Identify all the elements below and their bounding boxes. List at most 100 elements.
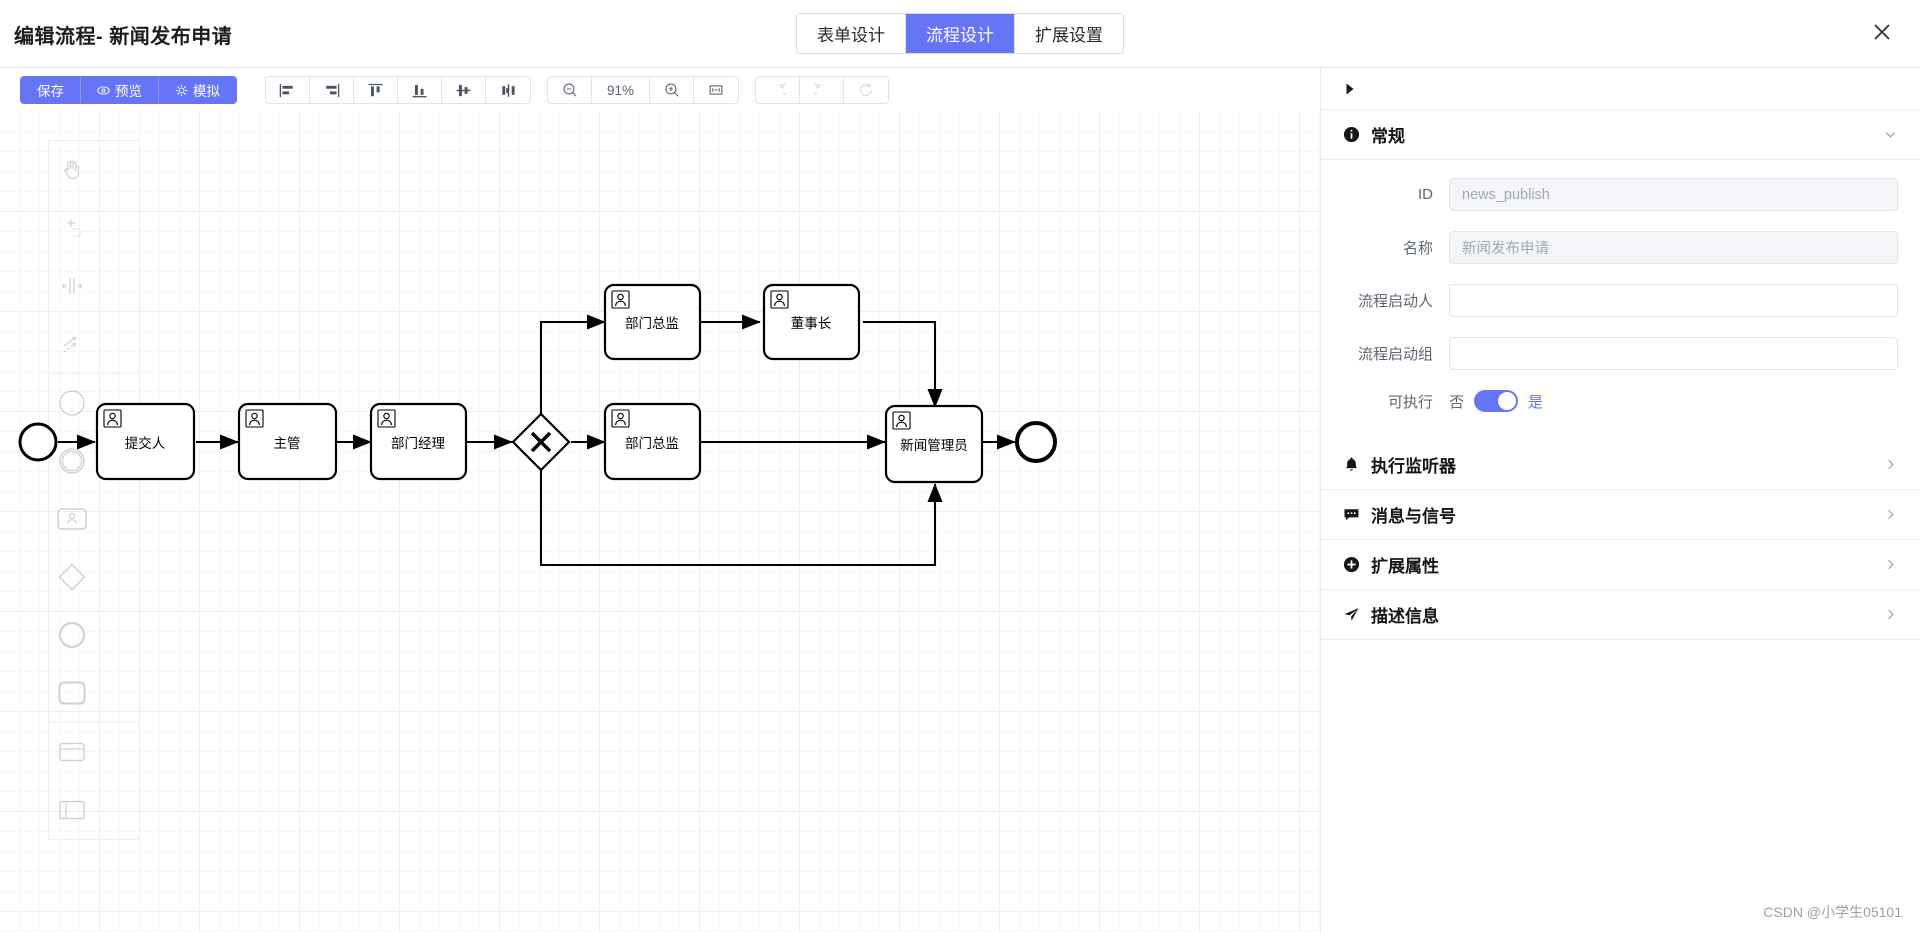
subprocess-icon[interactable] <box>49 723 95 781</box>
gear-icon <box>175 84 188 97</box>
executable-toggle-row: 可执行 否 是 <box>1343 390 1898 412</box>
node-start-event[interactable] <box>18 422 58 462</box>
chevron-down-icon[interactable] <box>1883 127 1898 142</box>
executable-toggle[interactable] <box>1474 390 1519 412</box>
space-tool-icon[interactable] <box>49 257 95 315</box>
section-header-message-signal[interactable]: 消息与信号 <box>1321 490 1920 540</box>
simulate-button[interactable]: 模拟 <box>159 77 236 103</box>
section-header-execution-listener[interactable]: 执行监听器 <box>1321 440 1920 490</box>
node-task-news-admin[interactable]: 新闻管理员 <box>884 404 984 484</box>
node-task-chairman[interactable]: 董事长 <box>762 283 861 361</box>
toggle-on-label: 是 <box>1528 393 1544 411</box>
node-end-event[interactable] <box>1015 421 1057 463</box>
node-task-supervisor[interactable]: 主管 <box>237 402 338 481</box>
align-left-icon[interactable] <box>266 77 310 103</box>
lasso-tool-icon[interactable] <box>49 199 95 257</box>
page-title: 编辑流程- 新闻发布申请 <box>14 26 233 48</box>
node-task-dept-director-bottom[interactable]: 部门总监 <box>603 402 702 481</box>
panel-topbar <box>1321 68 1920 110</box>
align-center-vertical-icon[interactable] <box>486 77 530 103</box>
task-label: 部门总监 <box>625 316 679 331</box>
align-tool-group <box>265 76 531 104</box>
field-label-name: 名称 <box>1402 240 1433 257</box>
close-icon[interactable] <box>1866 16 1898 48</box>
participant-icon[interactable] <box>49 781 95 839</box>
align-top-icon[interactable] <box>354 77 398 103</box>
section-header-description[interactable]: 描述信息 <box>1321 590 1920 640</box>
task-label: 主管 <box>274 436 301 451</box>
primary-action-group: 保存 预览 模拟 <box>20 76 237 104</box>
panel-expand-icon[interactable] <box>1343 82 1357 96</box>
watermark: CSDN @小学生05101 <box>1763 904 1902 920</box>
chevron-right-icon[interactable] <box>1883 557 1898 572</box>
task-label: 部门总监 <box>625 436 679 451</box>
general-section-body: ID 名称 流程启动人 流程启动组 可执行 否 是 <box>1321 160 1920 440</box>
tab-group: 表单设计 流程设计 扩展设置 <box>796 13 1124 54</box>
section-title: 常规 <box>1371 127 1405 146</box>
hand-tool-icon[interactable] <box>49 141 95 199</box>
zoom-in-icon[interactable] <box>650 77 694 103</box>
circle-shape-icon[interactable] <box>49 606 95 664</box>
gateway-icon[interactable] <box>49 548 95 606</box>
toggle-off-label: 否 <box>1449 393 1465 411</box>
redo-icon[interactable] <box>800 77 844 103</box>
task-shape-icon[interactable] <box>49 664 95 722</box>
user-task-icon[interactable] <box>49 490 95 548</box>
process-initiator-field[interactable] <box>1449 284 1898 317</box>
connect-tool-icon[interactable] <box>49 315 95 373</box>
field-label-id: ID <box>1418 186 1433 203</box>
start-event-icon[interactable] <box>49 374 95 432</box>
task-label: 董事长 <box>791 316 832 331</box>
bell-icon <box>1343 456 1360 473</box>
align-right-icon[interactable] <box>310 77 354 103</box>
section-header-extension-properties[interactable]: 扩展属性 <box>1321 540 1920 590</box>
node-exclusive-gateway[interactable] <box>511 412 571 472</box>
field-label-initiator: 流程启动人 <box>1357 293 1433 310</box>
section-title: 执行监听器 <box>1371 457 1456 476</box>
message-icon <box>1343 506 1360 523</box>
palette-divider-2 <box>49 722 139 723</box>
name-field[interactable] <box>1449 231 1898 264</box>
bpmn-diagram[interactable]: 提交人 主管 部门经理 <box>0 112 1320 932</box>
align-center-horizontal-icon[interactable] <box>442 77 486 103</box>
field-row-initiator: 流程启动人 <box>1343 284 1898 317</box>
properties-panel: 常规 ID 名称 流程启动人 流程启动组 可执行 否 是 <box>1320 68 1920 932</box>
bpmn-palette <box>48 140 140 840</box>
undo-icon[interactable] <box>756 77 800 103</box>
id-field[interactable] <box>1449 178 1898 211</box>
field-label-executable: 可执行 <box>1387 393 1433 411</box>
section-header-general[interactable]: 常规 <box>1321 110 1920 160</box>
preview-button[interactable]: 预览 <box>81 77 159 103</box>
tab-form-design[interactable]: 表单设计 <box>797 14 906 53</box>
chevron-right-icon[interactable] <box>1883 607 1898 622</box>
node-task-dept-director-top[interactable]: 部门总监 <box>603 283 702 361</box>
tab-process-design[interactable]: 流程设计 <box>906 14 1015 53</box>
simulate-label: 模拟 <box>193 84 220 99</box>
node-task-dept-manager[interactable]: 部门经理 <box>369 402 468 481</box>
node-task-submitter[interactable]: 提交人 <box>95 402 196 481</box>
task-label: 提交人 <box>125 435 166 451</box>
app-header: 编辑流程- 新闻发布申请 表单设计 流程设计 扩展设置 <box>0 0 1920 68</box>
field-label-initiator-group: 流程启动组 <box>1357 346 1433 363</box>
process-initiator-group-field[interactable] <box>1449 337 1898 370</box>
field-row-name: 名称 <box>1343 231 1898 264</box>
save-button[interactable]: 保存 <box>21 77 81 103</box>
end-event-icon[interactable] <box>49 432 95 490</box>
task-label: 部门经理 <box>391 436 445 451</box>
bpmn-canvas[interactable]: 提交人 主管 部门经理 <box>0 112 1320 932</box>
reset-icon[interactable] <box>844 77 888 103</box>
tab-extension-settings[interactable]: 扩展设置 <box>1015 14 1123 53</box>
plus-icon <box>1343 556 1360 573</box>
chevron-right-icon[interactable] <box>1883 507 1898 522</box>
editor-toolbar: 保存 预览 模拟 <box>0 68 1320 112</box>
chevron-right-icon[interactable] <box>1883 457 1898 472</box>
sequence-flows <box>58 314 1016 567</box>
section-title: 描述信息 <box>1371 607 1439 626</box>
fit-to-canvas-icon[interactable] <box>694 77 738 103</box>
zoom-tool-group: 91% <box>547 76 739 104</box>
zoom-out-icon[interactable] <box>548 77 592 103</box>
section-title: 消息与信号 <box>1371 507 1456 526</box>
history-tool-group <box>755 76 889 104</box>
align-bottom-icon[interactable] <box>398 77 442 103</box>
palette-divider <box>49 373 139 374</box>
